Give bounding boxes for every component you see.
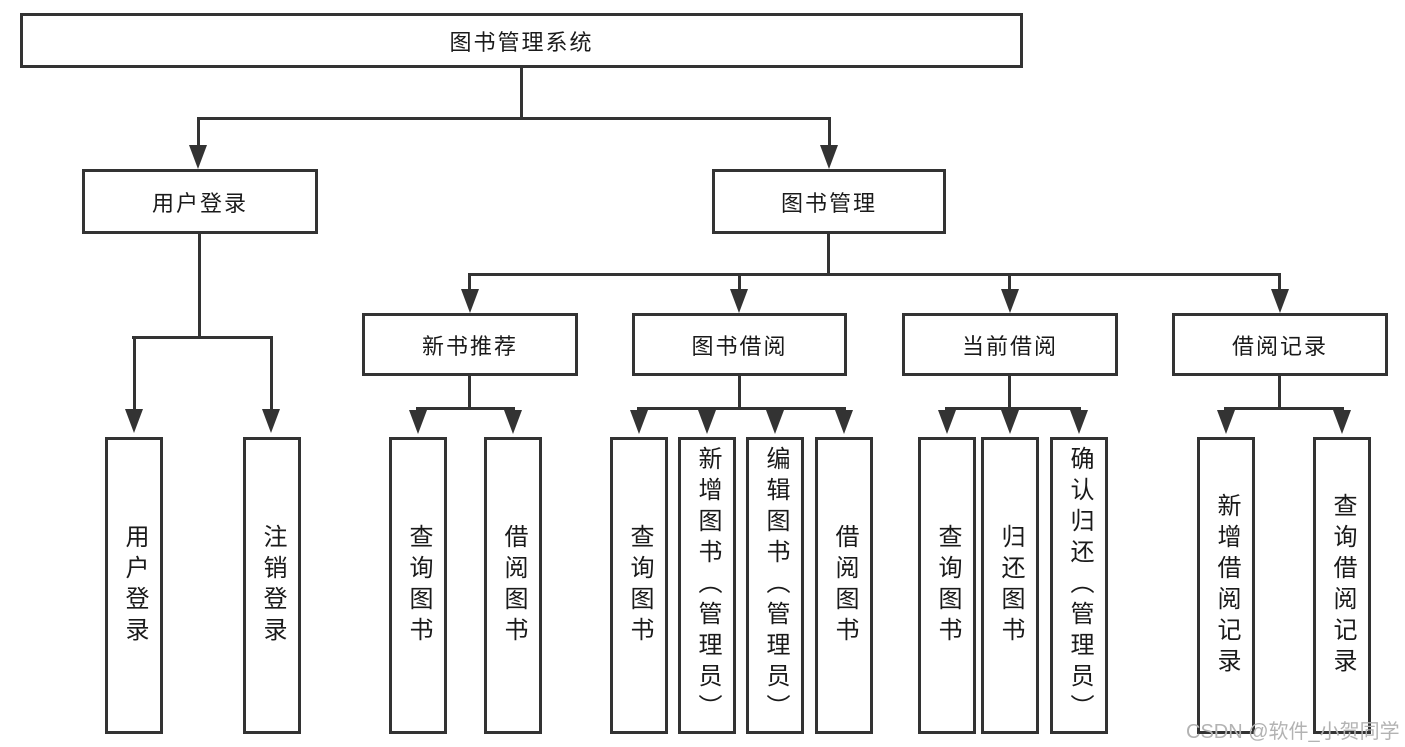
node-query-borrow-record-label: 查询借阅记录 (1329, 492, 1356, 679)
arrow-to-user-login-group (189, 145, 207, 169)
node-add-borrow-record-label: 新增借阅记录 (1213, 492, 1240, 679)
arrow-to-return-book (1001, 410, 1019, 434)
node-current-query-books-label: 查询图书 (934, 523, 961, 648)
node-return-book: 归还图书 (981, 437, 1039, 734)
node-borrow-query-books-label: 查询图书 (626, 523, 653, 648)
arrow-to-logout (262, 409, 280, 433)
connector-new-book-rec-down (468, 375, 471, 408)
connector-book-mgmt-hbar (468, 273, 1281, 276)
node-borrow-records: 借阅记录 (1172, 313, 1388, 376)
arrow-to-book-borrow (730, 289, 748, 313)
arrow-to-new-book-rec (461, 289, 479, 313)
node-return-book-label: 归还图书 (997, 523, 1024, 648)
node-book-mgmt: 图书管理 (712, 169, 946, 234)
node-borrow-records-label: 借阅记录 (1231, 333, 1328, 359)
connector-book-borrow-hbar (637, 407, 846, 410)
arrow-to-book-mgmt (820, 145, 838, 169)
connector-current-borrow-hbar (945, 407, 1081, 410)
arrow-to-user-login-leaf (125, 409, 143, 433)
node-book-mgmt-label: 图书管理 (780, 190, 877, 216)
arrow-to-confirm-return (1070, 410, 1088, 434)
arrow-to-rec-query-books (409, 410, 427, 434)
node-edit-book-admin-label: 编辑图书（管理员） (762, 446, 789, 725)
connector-user-login-group-down (198, 234, 201, 337)
arrow-to-borrow-borrow-books (835, 410, 853, 434)
node-borrow-borrow-books: 借阅图书 (815, 437, 873, 734)
connector-book-mgmt-stem (828, 119, 831, 147)
arrow-to-query-borrow-record (1333, 410, 1351, 434)
node-book-borrow-label: 图书借阅 (691, 333, 788, 359)
node-borrow-query-books: 查询图书 (610, 437, 668, 734)
connector-current-borrow-down (1008, 375, 1011, 408)
node-user-login-group-label: 用户登录 (151, 190, 248, 216)
arrow-to-rec-borrow-books (504, 410, 522, 434)
arrow-to-borrow-records (1271, 289, 1289, 313)
connector-user-login-leaf-stem (133, 338, 136, 409)
node-add-book-admin: 新增图书（管理员） (678, 437, 736, 734)
connector-new-book-rec-stem (468, 275, 471, 289)
connector-logout-stem (270, 338, 273, 409)
arrow-to-current-query-books (938, 410, 956, 434)
node-logout-label: 注销登录 (259, 523, 286, 648)
node-current-query-books: 查询图书 (918, 437, 976, 734)
arrow-to-current-borrow (1001, 289, 1019, 313)
node-rec-query-books-label: 查询图书 (405, 523, 432, 648)
node-add-book-admin-label: 新增图书（管理员） (694, 446, 721, 725)
connector-book-borrow-stem (738, 275, 741, 289)
connector-root-stem (520, 68, 523, 118)
node-library-system-label: 图书管理系统 (449, 29, 594, 55)
node-rec-borrow-books-label: 借阅图书 (500, 523, 527, 648)
arrow-to-add-borrow-record (1217, 410, 1235, 434)
connector-root-hbar (197, 117, 831, 120)
node-new-book-rec: 新书推荐 (362, 313, 578, 376)
node-new-book-rec-label: 新书推荐 (421, 333, 518, 359)
node-user-login-group: 用户登录 (82, 169, 318, 234)
connector-current-borrow-stem (1008, 275, 1011, 289)
connector-user-login-group-stem (197, 119, 200, 147)
node-edit-book-admin: 编辑图书（管理员） (746, 437, 804, 734)
node-add-borrow-record: 新增借阅记录 (1197, 437, 1255, 734)
connector-book-mgmt-down (827, 234, 830, 275)
connector-borrow-records-stem (1278, 275, 1281, 289)
node-rec-borrow-books: 借阅图书 (484, 437, 542, 734)
connector-borrow-records-down (1278, 375, 1281, 408)
node-query-borrow-record: 查询借阅记录 (1313, 437, 1371, 734)
node-current-borrow-label: 当前借阅 (961, 333, 1058, 359)
node-logout: 注销登录 (243, 437, 301, 734)
node-borrow-borrow-books-label: 借阅图书 (831, 523, 858, 648)
connector-borrow-records-hbar (1224, 407, 1344, 410)
csdn-watermark: CSDN @软件_小贺同学 (1186, 721, 1400, 743)
connector-new-book-rec-hbar (416, 407, 515, 410)
arrow-to-borrow-query-books (630, 410, 648, 434)
node-confirm-return-admin-label: 确认归还（管理员） (1066, 446, 1093, 725)
node-user-login-leaf-label: 用户登录 (121, 523, 148, 648)
node-library-system: 图书管理系统 (20, 13, 1023, 68)
connector-user-login-group-hbar (132, 336, 273, 339)
node-confirm-return-admin: 确认归还（管理员） (1050, 437, 1108, 734)
node-rec-query-books: 查询图书 (389, 437, 447, 734)
node-book-borrow: 图书借阅 (632, 313, 847, 376)
connector-book-borrow-down (738, 375, 741, 408)
arrow-to-edit-book (766, 410, 784, 434)
arrow-to-add-book (698, 410, 716, 434)
node-current-borrow: 当前借阅 (902, 313, 1118, 376)
node-user-login-leaf: 用户登录 (105, 437, 163, 734)
